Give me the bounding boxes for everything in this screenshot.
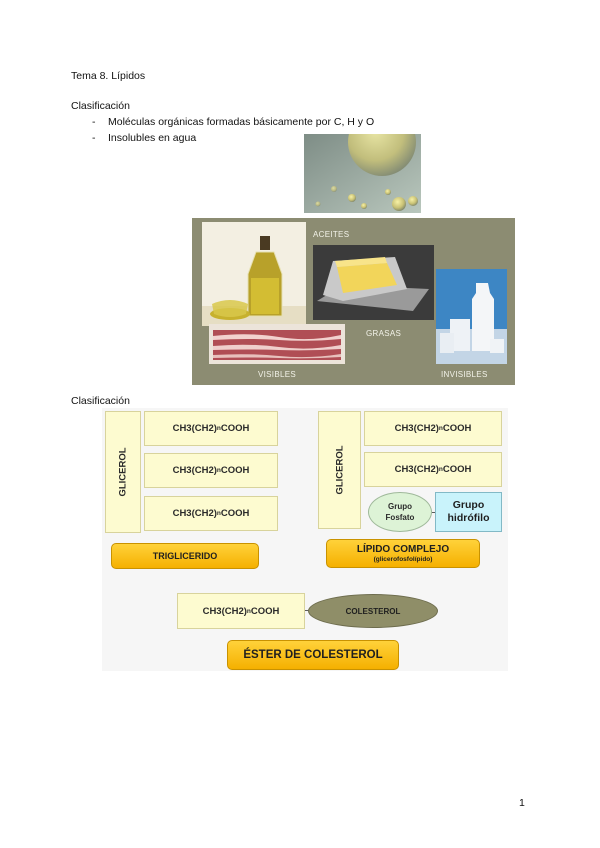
fatty-acid-prefix: CH3(CH2)	[394, 464, 439, 475]
invisibles-label: INVISIBLES	[441, 370, 488, 379]
grupo-fosfato-line2: Fosfato	[385, 513, 415, 522]
glicerol-label: GLICEROL	[334, 445, 345, 495]
glicerol-label: GLICEROL	[117, 447, 129, 497]
section-heading-2: Clasificación	[71, 395, 130, 407]
bacon-photo	[209, 324, 345, 364]
page-title: Tema 8. Lípidos	[71, 70, 146, 82]
fatty-acid-suffix: COOH	[220, 508, 250, 519]
fats-photo-panel: ACEITES GRASAS VISIBLES I	[192, 218, 515, 385]
fatty-acid-subscript: n	[438, 466, 443, 473]
page-number: 1	[519, 797, 525, 809]
connector-line	[432, 512, 435, 513]
fatty-acid-subscript: n	[216, 425, 221, 432]
bullet-marker: -	[92, 116, 96, 128]
fatty-acid-prefix: CH3(CH2)	[394, 423, 439, 434]
fatty-acid-subscript: n	[216, 467, 221, 474]
ester-colesterol-label: ÉSTER DE COLESTEROL	[227, 640, 399, 670]
fatty-acid-subscript: n	[438, 425, 443, 432]
bullet-item-2: Insolubles en agua	[108, 132, 197, 144]
triglicerido-text: TRIGLICERIDO	[152, 551, 218, 561]
colesterol-text: COLESTEROL	[345, 606, 401, 616]
bullet-marker: -	[92, 132, 96, 144]
ester-colesterol-text: ÉSTER DE COLESTEROL	[243, 649, 383, 661]
grupo-hidrofilo-box: Grupo hidrófilo	[435, 492, 502, 532]
glicerol-box: GLICEROL	[105, 411, 141, 533]
fatty-acid-suffix: COOH	[220, 465, 250, 476]
fatty-acid-suffix: COOH	[442, 464, 472, 475]
fatty-acid-subscript: n	[216, 510, 221, 517]
colesterol-oval: COLESTEROL	[308, 594, 438, 628]
grupo-hidrofilo-line2: hidrófilo	[447, 512, 490, 524]
fatty-acid-suffix: COOH	[220, 423, 250, 434]
olive-oil-photo	[202, 222, 306, 326]
connector-line	[305, 610, 309, 611]
lipido-complejo-text: LÍPIDO COMPLEJO	[356, 543, 450, 555]
fatty-acid-prefix: CH3(CH2)	[172, 508, 217, 519]
fatty-acid-prefix: CH3(CH2)	[172, 465, 217, 476]
fatty-acid-suffix: COOH	[250, 605, 280, 617]
aceites-label: ACEITES	[313, 230, 350, 239]
fatty-acid-subscript: n	[246, 607, 251, 615]
section-heading-1: Clasificación	[71, 100, 130, 112]
grupo-hidrofilo-line1: Grupo	[452, 499, 485, 511]
glicerol-box: GLICEROL	[318, 411, 361, 529]
fatty-acid-prefix: CH3(CH2)	[202, 605, 247, 617]
grasas-label: GRASAS	[366, 329, 402, 338]
grupo-fosfato-oval: Grupo Fosfato	[368, 492, 432, 532]
milk-photo	[436, 269, 507, 364]
glicerofosfolipido-text: (glicerofosfolípido)	[373, 555, 433, 563]
fatty-acid-prefix: CH3(CH2)	[172, 423, 217, 434]
visibles-label: VISIBLES	[258, 370, 296, 379]
grupo-fosfato-line1: Grupo	[388, 502, 412, 511]
butter-photo	[313, 245, 434, 320]
oil-droplets-photo	[304, 134, 421, 213]
triglicerido-label: TRIGLICERIDO	[111, 543, 259, 569]
lipido-complejo-label: LÍPIDO COMPLEJO (glicerofosfolípido)	[326, 539, 480, 568]
fatty-acid-suffix: COOH	[442, 423, 472, 434]
bullet-item-1: Moléculas orgánicas formadas básicamente…	[108, 116, 375, 128]
